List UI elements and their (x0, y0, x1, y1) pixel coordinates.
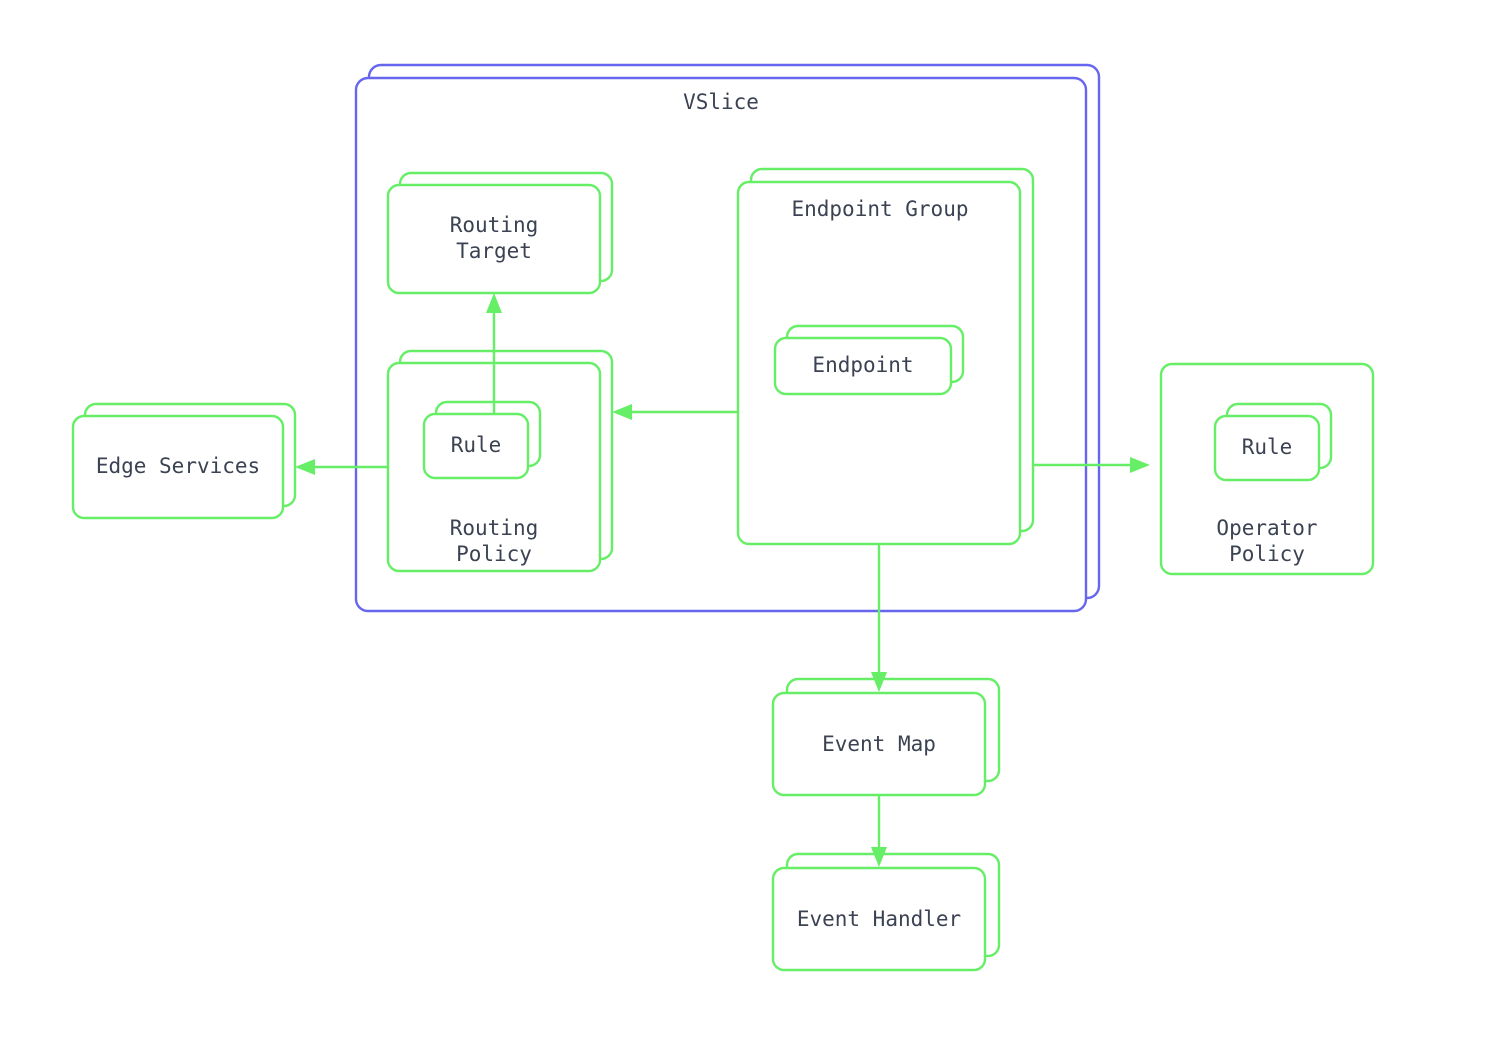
node-operator-policy-rule[interactable]: Rule (1213, 402, 1333, 482)
node-label-endpoint-group: Endpoint Group (791, 197, 968, 221)
container-label-vslice: VSlice (683, 90, 759, 114)
node-label-routing-policy-rule: Rule (451, 433, 502, 457)
node-routing-policy-rule[interactable]: Rule (422, 400, 542, 480)
node-label-endpoint: Endpoint (812, 353, 913, 377)
edge-rule-to-routing-target (486, 293, 502, 414)
node-label-event-handler: Event Handler (797, 907, 961, 931)
edge-layer (295, 293, 1150, 867)
edge-endpoint-group-to-routing-policy (612, 404, 738, 420)
node-event-map[interactable]: Event Map (771, 677, 1001, 797)
edge-endpoint-group-to-event-map (871, 544, 887, 692)
node-label-edge-services: Edge Services (96, 454, 260, 478)
node-edge-services[interactable]: Edge Services (71, 402, 297, 520)
edge-event-map-to-event-handler (871, 795, 887, 867)
edge-endpoint-group-to-operator-policy (1033, 457, 1150, 473)
edge-routing-policy-to-edge-services (295, 459, 388, 475)
node-label-event-map: Event Map (822, 732, 936, 756)
node-label-operator-policy-rule: Rule (1242, 435, 1293, 459)
node-endpoint[interactable]: Endpoint (773, 324, 965, 396)
node-event-handler[interactable]: Event Handler (771, 852, 1001, 972)
